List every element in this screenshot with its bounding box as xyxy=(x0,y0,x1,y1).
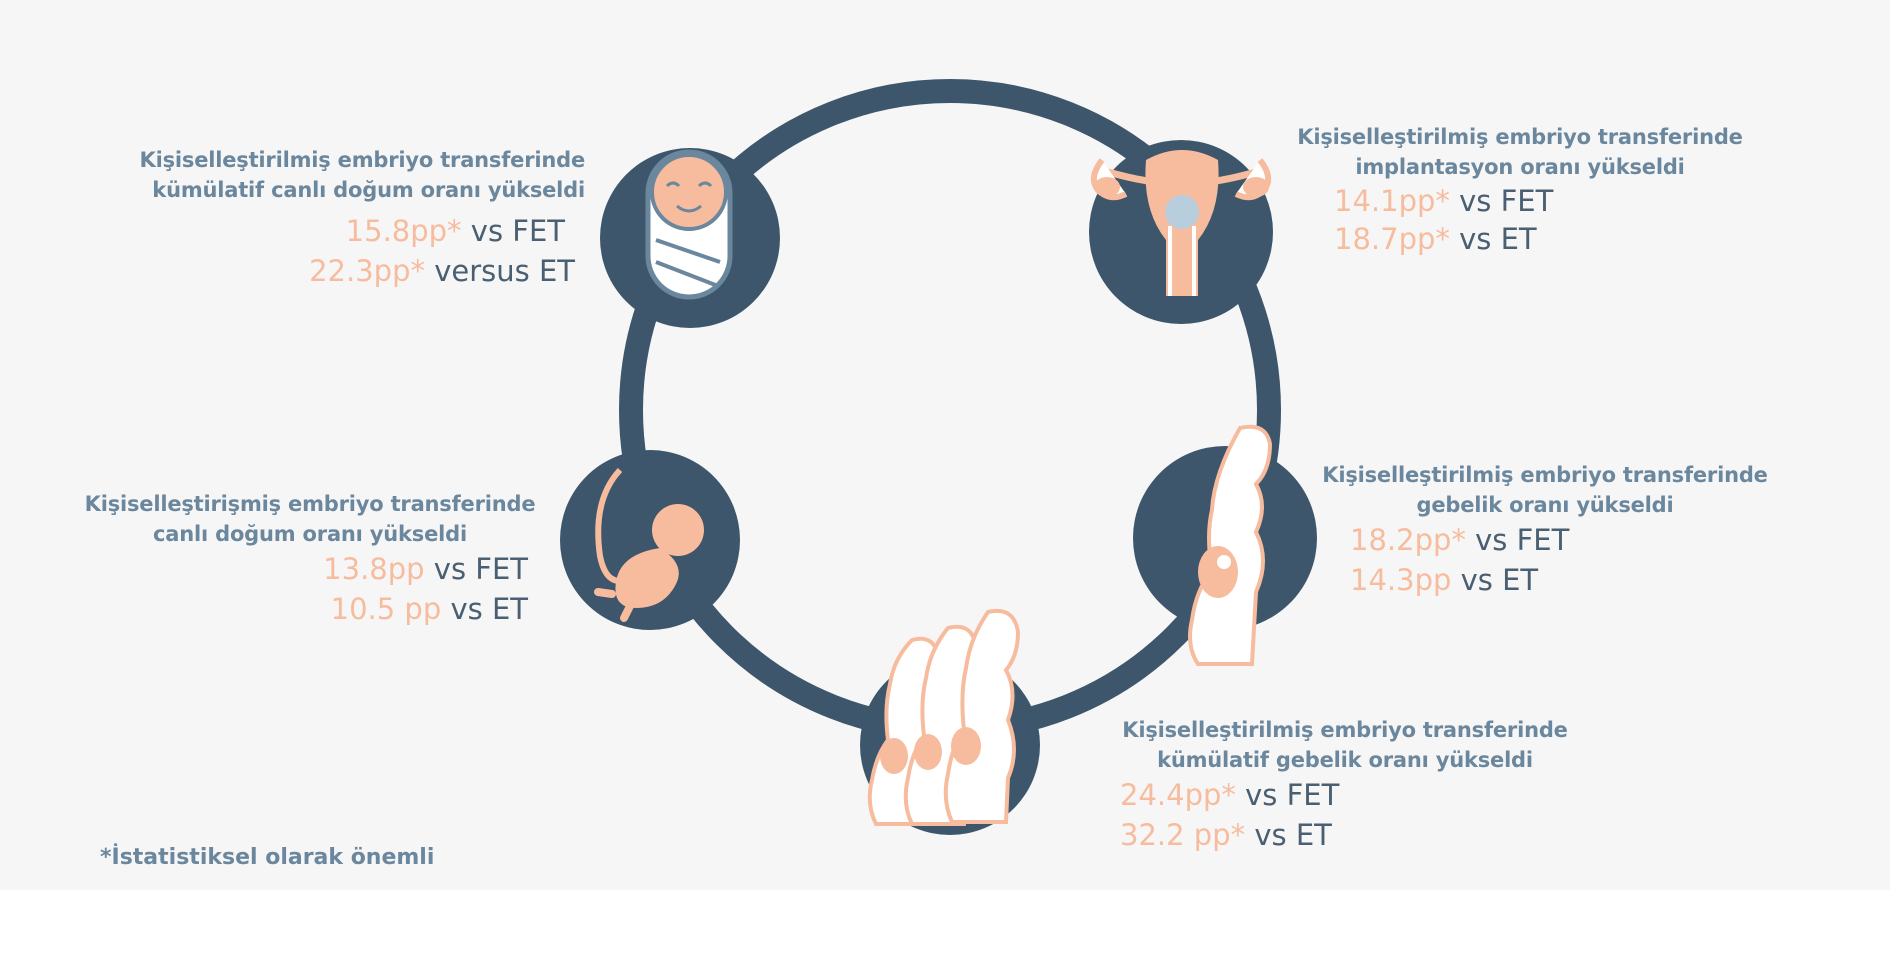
stat-line: 15.8pp* vs FET xyxy=(80,211,585,251)
implantation-block: Kişiselleştirilmiş embriyo transferinde … xyxy=(1290,122,1750,258)
stat-value: 24.4pp* xyxy=(1120,778,1236,812)
stat-compare: vs FET xyxy=(1465,523,1570,557)
stat-line: 18.7pp* vs ET xyxy=(1334,220,1750,258)
block-title-line1: Kişiselleştirilmiş embriyo transferinde xyxy=(1322,463,1768,487)
stat-value: 32.2 pp* xyxy=(1120,818,1246,852)
stat-line: 24.4pp* vs FET xyxy=(1120,775,1575,815)
stat-compare: vs ET xyxy=(1449,222,1537,256)
live-birth-block: Kişiselleştirişmiş embriyo transferinde … xyxy=(70,489,550,629)
stat-compare: vs FET xyxy=(1235,778,1340,812)
stat-line: 14.1pp* vs FET xyxy=(1334,182,1750,220)
stat-value: 14.1pp* xyxy=(1334,184,1450,218)
block-title-line1: Kişiselleştirilmiş embriyo transferinde xyxy=(139,148,586,172)
pregnant-women-group-icon xyxy=(860,609,1040,835)
stat-compare: versus ET xyxy=(425,254,575,288)
block-title-line2: canlı doğum oranı yükseldi xyxy=(153,522,467,546)
stat-line: 18.2pp* vs FET xyxy=(1350,520,1775,560)
stat-value: 15.8pp* xyxy=(345,214,462,248)
block-title-line2: gebelik oranı yükseldi xyxy=(1416,493,1674,517)
stat-compare: vs FET xyxy=(424,552,528,586)
block-title-line2: implantasyon oranı yükseldi xyxy=(1355,155,1685,179)
stat-compare: vs ET xyxy=(441,592,528,626)
stat-compare: vs FET xyxy=(1449,184,1554,218)
footnote: *İstatistiksel olarak önemli xyxy=(100,845,435,870)
pregnancy-block: Kişiselleştirilmiş embriyo transferinde … xyxy=(1315,460,1775,600)
stat-line: 14.3pp vs ET xyxy=(1350,560,1775,600)
stat-value: 10.5 pp xyxy=(330,592,442,626)
block-title-line1: Kişiselleştirilmiş embriyo transferinde xyxy=(1122,718,1568,742)
stat-value: 13.8pp xyxy=(323,552,425,586)
stat-compare: vs ET xyxy=(1451,563,1539,597)
stat-value: 18.7pp* xyxy=(1334,222,1450,256)
block-title-line1: Kişiselleştirişmiş embriyo transferinde xyxy=(84,492,536,516)
block-title-line2: kümülatif canlı doğum oranı yükseldi xyxy=(152,178,585,202)
stat-line: 32.2 pp* vs ET xyxy=(1120,815,1575,855)
block-title-line2: kümülatif gebelik oranı yükseldi xyxy=(1157,748,1533,772)
cumulative-live-birth-block: Kişiselleştirilmiş embriyo transferinde … xyxy=(80,145,586,291)
stat-value: 18.2pp* xyxy=(1350,523,1466,557)
stat-line: 10.5 pp vs ET xyxy=(70,589,550,629)
fetus-icon xyxy=(560,450,740,630)
block-title-line1: Kişiselleştirilmiş embriyo transferinde xyxy=(1297,125,1743,149)
stat-line: 13.8pp vs FET xyxy=(70,549,550,589)
pregnant-woman-icon xyxy=(1133,424,1317,666)
stat-value: 14.3pp xyxy=(1350,563,1452,597)
uterus-icon xyxy=(1089,140,1273,324)
stat-compare: vs FET xyxy=(461,214,565,248)
stat-compare: vs ET xyxy=(1245,818,1332,852)
swaddled-baby-icon xyxy=(600,148,780,328)
stat-line: 22.3pp* versus ET xyxy=(80,251,585,291)
cumulative-pregnancy-block: Kişiselleştirilmiş embriyo transferinde … xyxy=(1115,715,1575,855)
stat-value: 22.3pp* xyxy=(309,254,425,288)
